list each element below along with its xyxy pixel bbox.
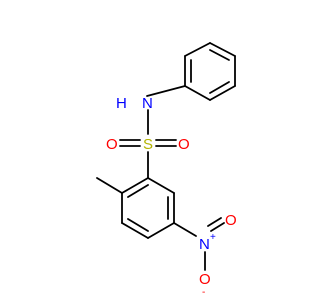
atom-amine-h: H [116,95,127,112]
atom-nitro-o-top: O [225,212,237,229]
bond [209,85,236,101]
bond-inner [127,184,149,198]
toluene-ring [121,177,175,239]
bond [121,177,149,194]
bond-n-phenyl [146,85,186,97]
bond-methyl [96,177,123,194]
molecule-structure: H N S O O N + O O - [0,0,300,300]
atom-sulfonyl-o-left: O [106,136,118,153]
bond-inner [209,81,230,94]
bond-nitro-o-top [207,217,222,227]
bond [209,42,236,57]
bond [184,85,211,101]
atom-nitro-o-bottom: O [199,271,211,288]
atom-sulfonyl-o-right: O [178,136,190,153]
atom-nitro-n: N [199,236,210,253]
nitro-n-charge: + [210,232,216,243]
bond-inner [127,218,149,232]
bond-nitro-o-top [210,222,225,232]
bond [121,222,149,239]
bond-ring-nitro [173,222,197,237]
atom-amine-n: N [142,95,153,112]
bond [147,177,175,194]
nitro-o-charge: - [202,287,205,298]
atom-sulfur: S [143,136,153,153]
bond [184,42,211,57]
phenyl-ring [184,42,236,101]
bond-inner [209,49,230,61]
canvas-background [0,0,300,300]
bond [147,222,175,239]
